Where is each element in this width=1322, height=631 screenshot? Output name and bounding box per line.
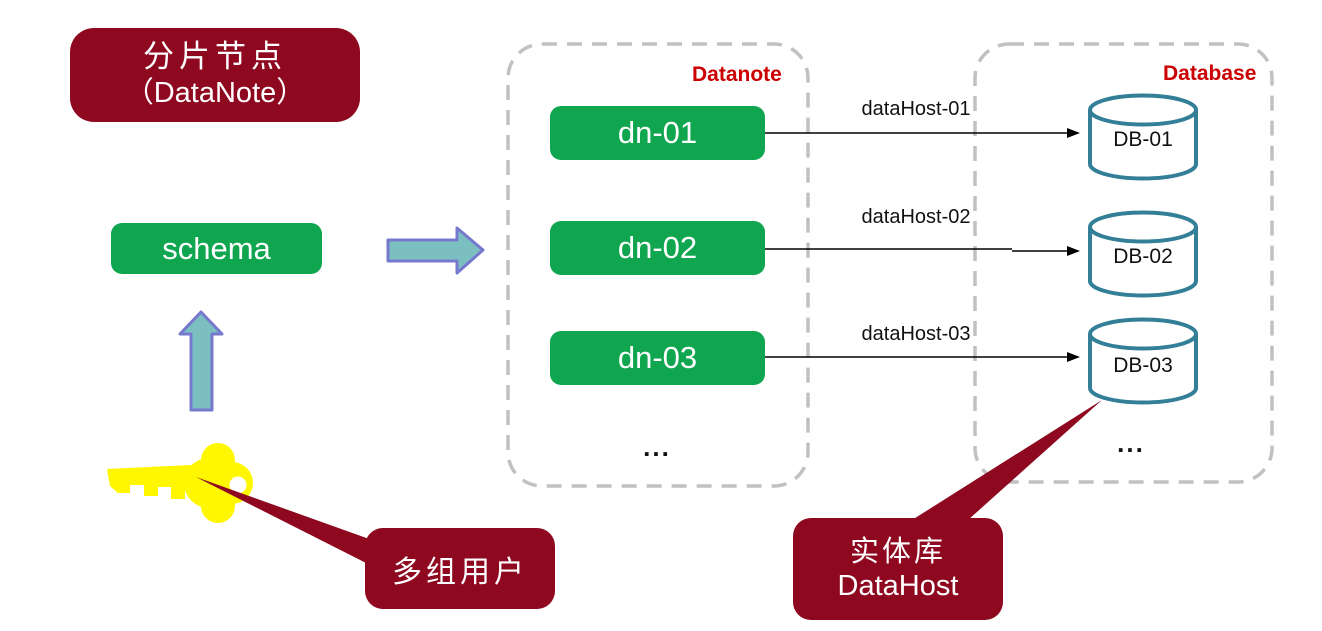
arrow-up-icon bbox=[178, 310, 224, 412]
users-callout-box: 多组用户 bbox=[365, 528, 555, 609]
db-label-3: DB-03 bbox=[1113, 354, 1173, 377]
dn-node-label-2: dn-02 bbox=[617, 230, 698, 265]
dn-node-label-3: dn-03 bbox=[617, 340, 698, 375]
key-icon bbox=[107, 443, 253, 523]
title-line-english: （DataNote） bbox=[124, 77, 306, 110]
db-cylinder-2 bbox=[1088, 210, 1198, 298]
schema-label: schema bbox=[162, 230, 271, 266]
connector-label-3: dataHost-03 bbox=[861, 323, 971, 345]
dn-node-label-1: dn-01 bbox=[617, 115, 698, 150]
datanote-group-label: Datanote bbox=[692, 63, 782, 86]
dn-node-box-2: dn-02 bbox=[550, 221, 765, 275]
title-line-chinese: 分片节点 bbox=[143, 39, 287, 75]
datanote-group-border bbox=[506, 42, 810, 488]
connector-label-1: dataHost-01 bbox=[861, 98, 971, 120]
dn-node-box-3: dn-03 bbox=[550, 331, 765, 385]
datahost-callout-tail bbox=[912, 400, 1102, 520]
db-cylinder-3 bbox=[1088, 317, 1198, 405]
dn-node-box-1: dn-01 bbox=[550, 106, 765, 160]
database-group-border bbox=[973, 42, 1274, 484]
connector-label-2: dataHost-02 bbox=[861, 206, 971, 228]
sharding-node-title-box: 分片节点 （DataNote） bbox=[70, 28, 360, 122]
arrow-right-icon bbox=[386, 226, 485, 275]
database-group-label: Database bbox=[1163, 62, 1257, 85]
datanote-ellipsis: ... bbox=[643, 432, 671, 462]
users-callout-tail bbox=[196, 477, 372, 566]
users-callout-label: 多组用户 bbox=[392, 554, 528, 590]
datahost-callout-line-chinese: 实体库 bbox=[849, 534, 946, 569]
db-cylinder-1 bbox=[1088, 93, 1198, 181]
db-label-2: DB-02 bbox=[1113, 245, 1173, 268]
database-ellipsis: ... bbox=[1117, 428, 1145, 458]
datahost-callout-line-english: DataHost bbox=[837, 570, 959, 602]
datahost-callout-box: 实体库 DataHost bbox=[793, 518, 1003, 620]
schema-box: schema bbox=[111, 223, 322, 274]
db-label-1: DB-01 bbox=[1113, 128, 1173, 151]
